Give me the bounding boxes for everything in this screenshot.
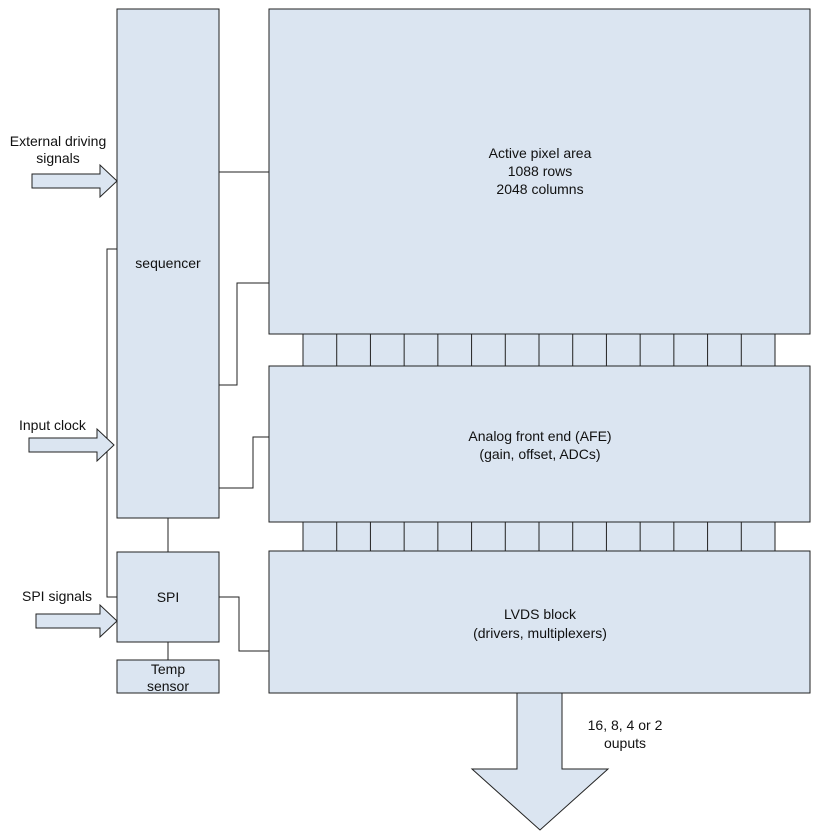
sequencer-block: sequencer [116,8,220,519]
spi-signals-arrow [35,603,118,639]
pixel-afe-column-bus [302,333,776,367]
afe-title: Analog front end (AFE) [468,428,611,444]
active-pixel-area-title: Active pixel area [489,145,592,161]
spi-block: SPI [116,551,220,643]
afe-subtitle: (gain, offset, ADCs) [479,446,600,462]
external-driving-arrow [31,163,118,199]
lvds-subtitle: (drivers, multiplexers) [473,625,607,641]
external-driving-label-line2: signals [36,150,80,166]
active-pixel-area-rows: 1088 rows [508,163,573,179]
outputs-label-line1: 16, 8, 4 or 2 [588,717,663,733]
lvds-title: LVDS block [504,606,577,622]
spi-label: SPI [157,589,180,605]
sequencer-to-afe-wire [219,436,269,489]
external-driving-label-line1: External driving [10,133,107,149]
sequencer-label: sequencer [135,255,201,271]
sequencer-spi-link-wire [106,248,117,598]
outputs-label-line2: ouputs [604,735,646,751]
afe-lvds-column-bus [302,521,776,552]
input-clock-label: Input clock [19,417,87,433]
lvds-block: LVDS block (drivers, multiplexers) [268,550,811,694]
temp-sensor-label-line1: Temp [151,661,185,677]
sequencer-to-pixel-wire-2 [219,282,269,386]
active-pixel-area-block: Active pixel area 1088 rows 2048 columns [268,8,811,335]
afe-block: Analog front end (AFE) (gain, offset, AD… [268,365,811,523]
temp-sensor-label-line2: sensor [147,678,189,694]
spi-to-lvds-wire [219,596,269,652]
active-pixel-area-columns: 2048 columns [496,181,583,197]
spi-signals-label: SPI signals [22,588,92,604]
output-arrow [470,692,610,831]
temp-sensor-block: Temp sensor [116,659,220,694]
input-clock-arrow [28,427,115,463]
